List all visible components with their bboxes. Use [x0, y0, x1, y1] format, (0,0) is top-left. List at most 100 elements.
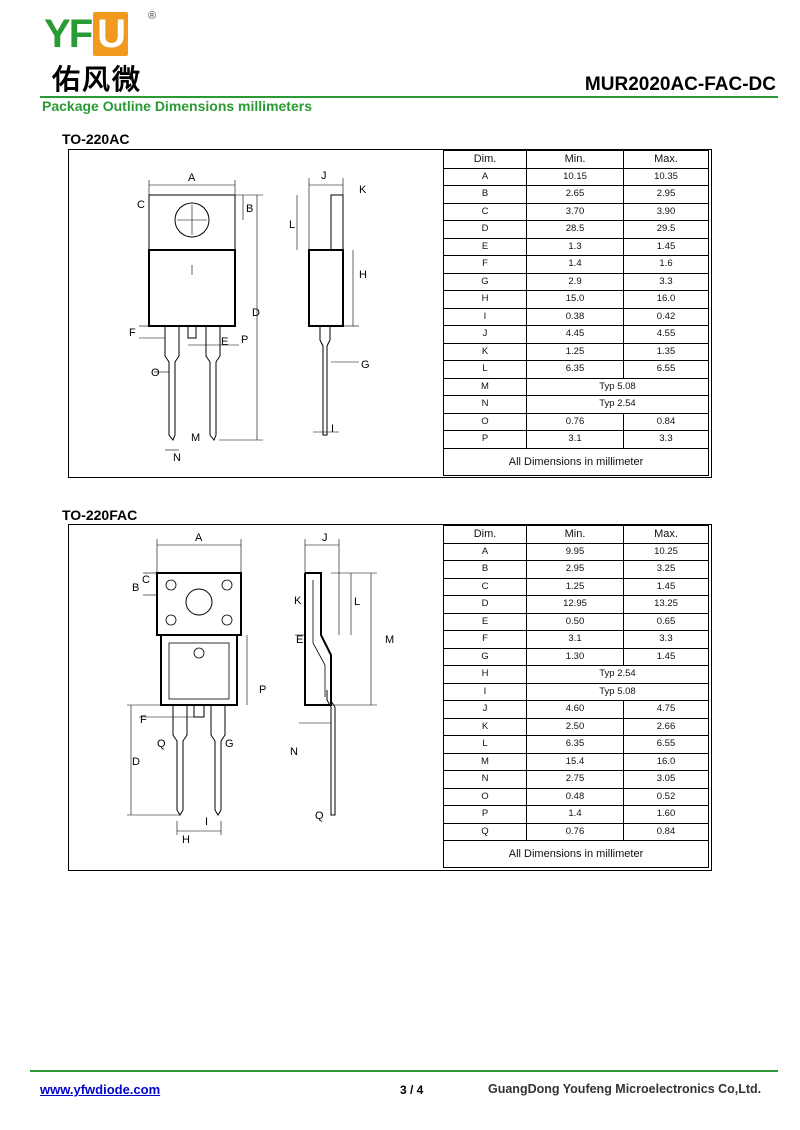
dim-label-h: H	[182, 834, 190, 846]
cell-dim: Q	[443, 822, 527, 841]
column-header-min: Min.	[526, 150, 624, 169]
dim-label-i: I	[331, 423, 334, 435]
cell-dim: F	[443, 255, 527, 274]
cell-max: 1.45	[623, 577, 709, 596]
table-footer: All Dimensions in millimeter	[443, 840, 709, 868]
cell-typ: Typ 2.54	[526, 665, 709, 684]
cell-min: 15.0	[526, 290, 624, 309]
cell-max: 3.3	[623, 630, 709, 649]
cell-dim: E	[443, 612, 527, 631]
cell-max: 3.3	[623, 430, 709, 449]
cell-min: 2.65	[526, 185, 624, 204]
logo-letter-f: F	[68, 12, 93, 56]
dim-label-j: J	[321, 170, 327, 182]
cell-min: 15.4	[526, 752, 624, 771]
cell-min: 0.38	[526, 307, 624, 326]
cell-dim: O	[443, 787, 527, 806]
cell-dim: M	[443, 377, 527, 396]
column-header-dim: Dim.	[443, 150, 527, 169]
cell-max: 0.42	[623, 307, 709, 326]
cell-max: 2.66	[623, 717, 709, 736]
cell-dim: J	[443, 325, 527, 344]
cell-min: 3.1	[526, 430, 624, 449]
cell-min: 1.30	[526, 647, 624, 666]
part-number: MUR2020AC-FAC-DC	[584, 74, 776, 95]
cell-min: 1.3	[526, 237, 624, 256]
cell-max: 3.05	[623, 770, 709, 789]
dim-label-d: D	[132, 756, 140, 768]
brand-name-chinese: 佑风微	[52, 63, 143, 96]
column-header-dim: Dim.	[443, 525, 527, 544]
cell-max: 4.55	[623, 325, 709, 344]
cell-min: 3.70	[526, 202, 624, 221]
cell-min: 0.48	[526, 787, 624, 806]
registered-mark: ®	[148, 10, 157, 22]
cell-dim: C	[443, 202, 527, 221]
center-stub	[187, 325, 197, 339]
dim-label-g: G	[225, 738, 234, 750]
cell-max: 2.95	[623, 185, 709, 204]
dim-label-e: E	[296, 634, 303, 646]
cell-min: 6.35	[526, 360, 624, 379]
cell-max: 6.55	[623, 360, 709, 379]
cell-dim: B	[443, 185, 527, 204]
dim-label-n: N	[290, 746, 298, 758]
cell-max: 10.25	[623, 542, 709, 561]
cell-typ: Typ 2.54	[526, 395, 709, 414]
cell-dim: G	[443, 272, 527, 291]
cell-max: 3.25	[623, 560, 709, 579]
cell-max: 0.65	[623, 612, 709, 631]
side-lead	[319, 326, 331, 436]
cell-dim: H	[443, 665, 527, 684]
dim-label-j: J	[322, 532, 328, 544]
cell-max: 1.45	[623, 237, 709, 256]
package-panel-to220ac: A B C D E F G H I J K L M N O P Dim. Min…	[68, 149, 712, 478]
website-link[interactable]: www.yfwdiode.com	[40, 1082, 161, 1097]
column-header-max: Max.	[623, 525, 709, 544]
package-body	[148, 249, 236, 327]
lead-left	[172, 705, 188, 816]
tab-body	[156, 572, 242, 636]
company-name: GuangDong Youfeng Microelectronics Co,Lt…	[488, 1082, 762, 1096]
package-body	[160, 634, 238, 706]
cell-dim: D	[443, 595, 527, 614]
cell-max: 16.0	[623, 752, 709, 771]
dim-label-h: H	[359, 269, 367, 281]
table-header-row: Dim. Min. Max.	[443, 150, 709, 169]
dim-label-c: C	[137, 199, 145, 211]
cell-dim: N	[443, 395, 527, 414]
outline-drawing-to220fac: A B C D E F G H I J K L M N P Q Q	[127, 532, 394, 846]
logo-letter-y: Y	[44, 12, 71, 56]
header-divider	[40, 96, 778, 98]
dim-label-k: K	[294, 595, 302, 607]
cell-min: 4.45	[526, 325, 624, 344]
cell-min: 2.95	[526, 560, 624, 579]
cell-max: 4.75	[623, 700, 709, 719]
cell-max: 1.35	[623, 342, 709, 361]
cell-min: 4.60	[526, 700, 624, 719]
dim-label-b: B	[132, 582, 139, 594]
mounting-hole	[174, 202, 210, 238]
dim-label-p: P	[259, 684, 266, 696]
dim-label-k: K	[359, 184, 367, 196]
outline-drawing-to220ac: A B C D E F G H I J K L M N O P	[129, 170, 370, 464]
cell-min: 2.75	[526, 770, 624, 789]
